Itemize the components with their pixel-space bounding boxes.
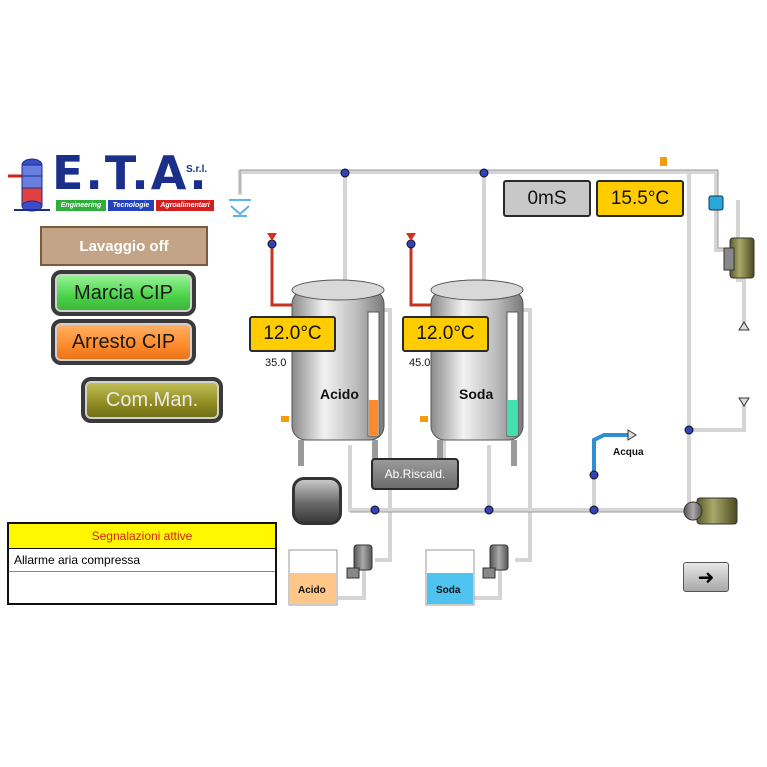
acid-level-bar xyxy=(369,400,378,435)
soda-temperature-readout: 12.0°C xyxy=(402,316,489,352)
wash-status-indicator: Lavaggio off xyxy=(40,226,208,266)
container-acid xyxy=(288,549,338,606)
pump-motor-bottom xyxy=(683,497,738,525)
valves xyxy=(267,168,694,515)
flow-meter-icon xyxy=(708,195,724,211)
tank-soda xyxy=(430,279,524,466)
soda-setpoint: 45.0 xyxy=(409,357,431,369)
alarm-item: Allarme aria compressa xyxy=(9,549,275,572)
orange-sensors xyxy=(281,157,667,422)
start-cip-button[interactable]: Marcia CIP xyxy=(51,270,196,316)
soda-container-label: Soda xyxy=(436,585,461,596)
alarm-item xyxy=(9,572,275,594)
line-temperature-readout: 15.5°C xyxy=(596,180,684,217)
logo-suffix: S.r.l. xyxy=(186,164,208,175)
soda-level-bar xyxy=(508,400,517,435)
tank-acid xyxy=(291,279,385,466)
logo-tagline-3: Agroalimentari xyxy=(156,200,214,211)
alarms-title: Segnalazioni attive xyxy=(9,524,275,549)
active-alarms-panel: Segnalazioni attive Allarme aria compres… xyxy=(7,522,277,605)
valve-markers xyxy=(267,233,416,241)
acid-container-label: Acido xyxy=(298,585,326,596)
pump-motor-top xyxy=(723,237,755,279)
round-action-button[interactable] xyxy=(292,477,342,525)
water-line xyxy=(592,433,628,475)
dosing-pump-acid xyxy=(346,544,373,579)
soda-tank-label: Soda xyxy=(459,386,494,402)
dosing-pump-soda xyxy=(482,544,509,579)
arrow-right-icon: ➜ xyxy=(697,566,715,589)
nozzles xyxy=(627,321,750,441)
conductivity-readout: 0mS xyxy=(503,180,591,217)
manual-command-button[interactable]: Com.Man. xyxy=(81,377,223,423)
logo-tagline-1: Engineering xyxy=(56,200,106,211)
acid-setpoint: 35.0 xyxy=(265,357,287,369)
logo-brand: E.T.A. xyxy=(52,146,209,200)
water-label: Acqua xyxy=(613,447,644,458)
stop-cip-button[interactable]: Arresto CIP xyxy=(51,319,196,365)
container-soda xyxy=(425,549,475,606)
acid-temperature-readout: 12.0°C xyxy=(249,316,336,352)
logo-tagline-2: Tecnologie xyxy=(108,200,154,211)
acid-tank-label: Acido xyxy=(320,386,359,402)
drain-icon xyxy=(229,199,251,217)
logo-emblem xyxy=(8,158,50,212)
next-page-button[interactable]: ➜ xyxy=(683,562,729,592)
enable-heating-button[interactable]: Ab.Riscald. xyxy=(371,458,459,490)
